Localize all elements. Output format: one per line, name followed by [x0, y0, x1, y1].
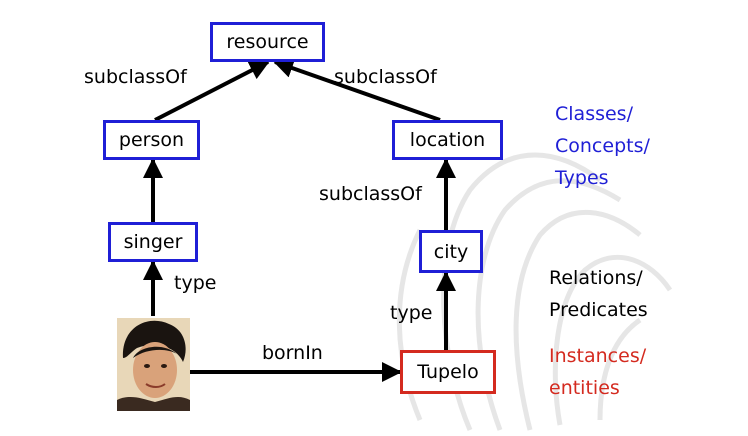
edge-person-resource: [154, 60, 270, 122]
node-resource: resource: [210, 22, 325, 62]
node-person: person: [103, 120, 200, 160]
elvis-photo: [117, 318, 190, 411]
node-tupelo: Tupelo: [400, 350, 496, 394]
label-person-resource: subclassOf: [84, 66, 187, 88]
node-location: location: [392, 120, 503, 160]
legend-classes: Classes/ Concepts/ Types: [555, 103, 650, 189]
legend-instances: Instances/ entities: [549, 345, 647, 399]
node-city: city: [419, 230, 483, 273]
label-elvis-tupelo: bornIn: [262, 342, 323, 364]
label-tupelo-city: type: [390, 302, 433, 324]
legend-relations: Relations/ Predicates: [549, 267, 648, 321]
label-elvis-singer: type: [174, 272, 217, 294]
node-singer: singer: [108, 222, 198, 262]
edge-location-resource: [273, 58, 441, 122]
label-location-resource: subclassOf: [334, 66, 437, 88]
label-city-location: subclassOf: [319, 183, 422, 205]
